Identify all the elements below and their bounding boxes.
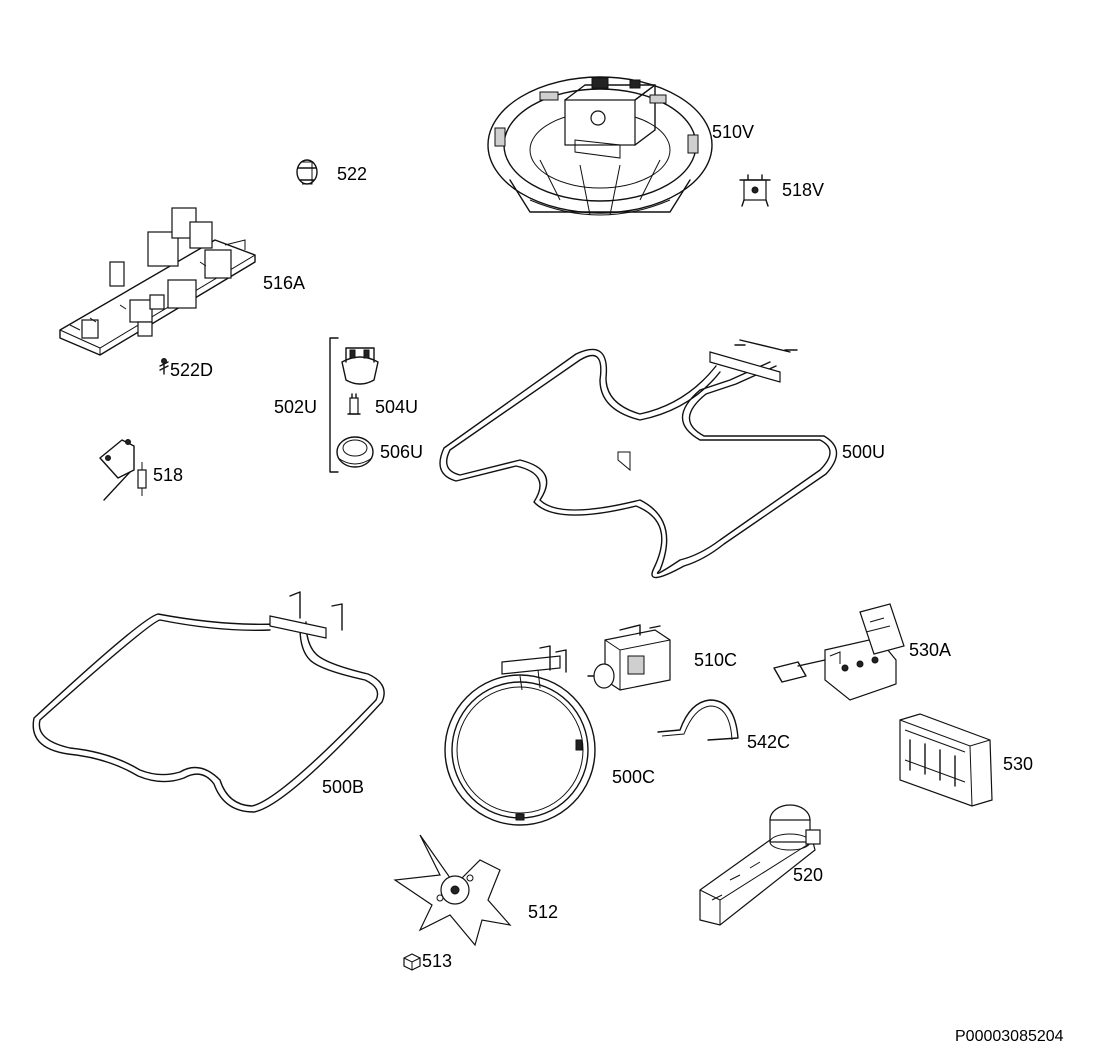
label-516A: 516A bbox=[263, 273, 306, 293]
part-516A-control-board bbox=[59, 207, 256, 356]
part-510V-fan-motor bbox=[487, 76, 713, 216]
part-542C-wire bbox=[657, 699, 739, 741]
part-530A-switch-module bbox=[773, 603, 905, 701]
label-522: 522 bbox=[337, 164, 368, 184]
part-504U-lamp-holder bbox=[341, 347, 379, 385]
part-504U-terminal bbox=[347, 393, 361, 415]
label-504U: 504U bbox=[375, 397, 419, 417]
label-530: 530 bbox=[1003, 754, 1034, 774]
label-502U: 502U bbox=[274, 397, 318, 417]
label-520: 520 bbox=[793, 865, 824, 885]
part-510C-convection-motor bbox=[587, 624, 671, 691]
label-518: 518 bbox=[153, 465, 184, 485]
label-512: 512 bbox=[528, 902, 559, 922]
label-522D: 522D bbox=[170, 360, 214, 380]
part-518V-thermostat bbox=[739, 174, 771, 207]
label-510V: 510V bbox=[712, 122, 755, 142]
label-518V: 518V bbox=[782, 180, 825, 200]
bracket-502U bbox=[329, 337, 339, 473]
label-500U: 500U bbox=[842, 442, 886, 462]
part-530-terminal-block bbox=[899, 713, 993, 807]
part-522D-screw bbox=[159, 358, 169, 375]
part-506U-lamp-cover bbox=[336, 436, 374, 468]
part-500B-bottom-element bbox=[32, 591, 385, 813]
label-500B: 500B bbox=[322, 777, 365, 797]
part-500U-grill-element bbox=[439, 339, 838, 579]
label-530A: 530A bbox=[909, 640, 952, 660]
part-513-nut bbox=[403, 953, 421, 971]
part-520-timer bbox=[699, 804, 821, 926]
label-510C: 510C bbox=[694, 650, 738, 670]
part-518-temperature-sensor bbox=[99, 439, 147, 501]
part-522-clip bbox=[296, 159, 318, 185]
diagram-reference-number: P00003085204 bbox=[955, 1028, 1064, 1045]
label-500C: 500C bbox=[612, 767, 656, 787]
label-542C: 542C bbox=[747, 732, 791, 752]
part-500C-circular-element bbox=[444, 645, 596, 826]
label-513: 513 bbox=[422, 951, 453, 971]
part-512-fan-blade bbox=[393, 834, 512, 947]
label-506U: 506U bbox=[380, 442, 424, 462]
